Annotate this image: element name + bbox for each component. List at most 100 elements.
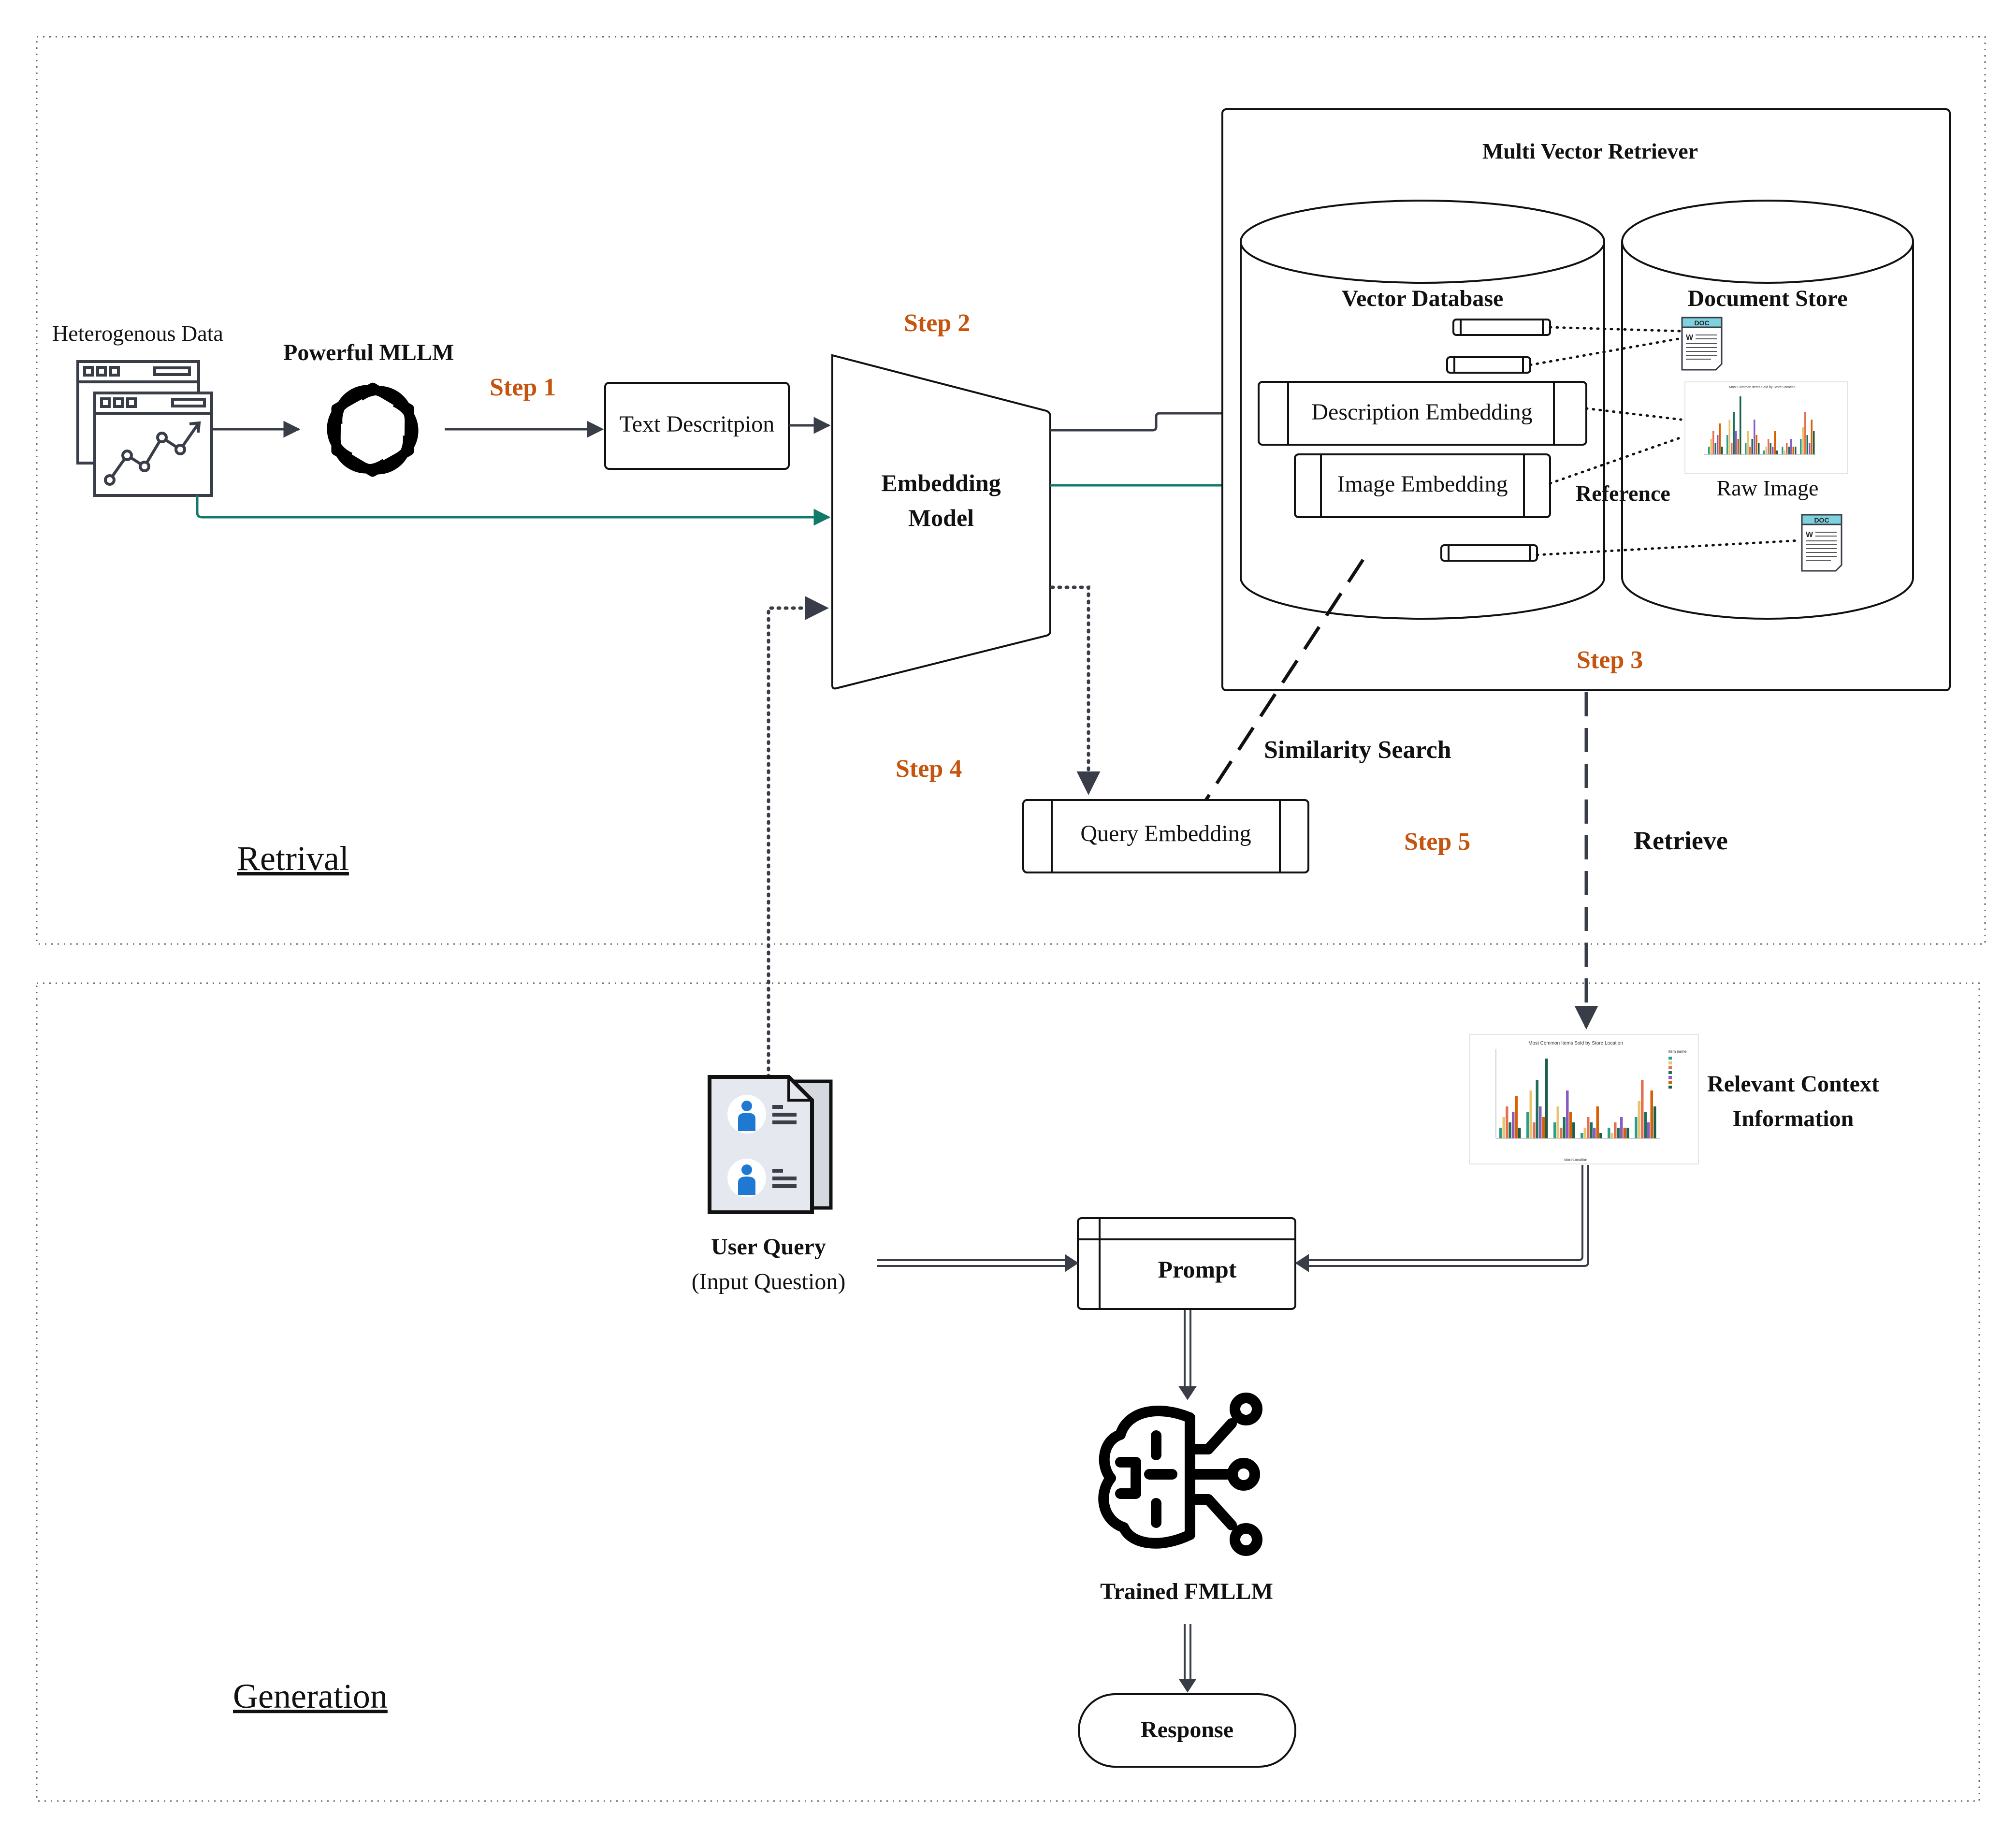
thumbnail-bar xyxy=(1735,431,1737,454)
arrow-context-to-prompt xyxy=(1295,1165,1589,1272)
trained-fmllm-label: Trained FMLLM xyxy=(1100,1579,1273,1604)
powerful-mllm-label: Powerful MLLM xyxy=(283,340,454,365)
step-2-label: Step 2 xyxy=(904,309,970,337)
thumbnail-bar xyxy=(1508,1122,1511,1138)
relevant-context-label-line2: Information xyxy=(1733,1106,1854,1132)
legend-swatch xyxy=(1668,1057,1672,1060)
thumbnail-bar xyxy=(1765,447,1767,454)
thumbnail-bar xyxy=(1650,1090,1653,1138)
thumbnail-bar xyxy=(1529,1090,1532,1138)
thumbnail-bar xyxy=(1502,1117,1505,1138)
arrow-fmllm-to-response xyxy=(1178,1624,1197,1693)
thumbnail-bar xyxy=(1758,443,1760,454)
thumbnail-bar xyxy=(1641,1080,1644,1138)
thumbnail-bar xyxy=(1526,1112,1529,1138)
raw-image-label: Raw Image xyxy=(1717,476,1819,500)
heterogenous-data-label: Heterogenous Data xyxy=(52,321,223,346)
thumbnail-bar xyxy=(1786,443,1788,454)
doc-icon-label: DOC xyxy=(1694,319,1709,327)
thumbnail-bar xyxy=(1518,1128,1521,1138)
reference-links xyxy=(1529,326,1802,556)
thumbnail-bar xyxy=(1811,420,1813,454)
thumbnail-bar xyxy=(1809,443,1811,454)
generation-section-frame xyxy=(36,982,1980,1802)
embedding-slot xyxy=(1446,356,1531,374)
thumbnail-bar xyxy=(1556,1106,1559,1138)
thumbnail-bar xyxy=(1644,1112,1647,1138)
document-store-label: Document Store xyxy=(1687,286,1847,311)
dashboard-chart-icon xyxy=(76,360,213,497)
thumb-chart-title: Most Common Items Sold by Store Location xyxy=(1729,386,1796,389)
thumbnail-bar xyxy=(1647,1122,1650,1138)
thumbnail-bar xyxy=(1590,1122,1593,1138)
thumbnail-bar xyxy=(1784,450,1785,454)
legend-swatch xyxy=(1668,1071,1672,1074)
step-1-label: Step 1 xyxy=(490,374,556,401)
similarity-search-line xyxy=(1204,559,1364,801)
thumbnail-bar xyxy=(1731,443,1733,454)
image-embedding-node: Image Embedding xyxy=(1294,453,1551,518)
thumbnail-bar xyxy=(1740,396,1741,454)
relevant-context-bars xyxy=(1499,1059,1656,1138)
thumbnail-bar xyxy=(1719,423,1721,454)
thumbnail-bar xyxy=(1572,1122,1575,1138)
query-embedding-node: Query Embedding xyxy=(1022,799,1309,873)
prompt-node: Prompt xyxy=(1077,1217,1296,1310)
thumbnail-bar xyxy=(1751,439,1753,454)
thumbnail-bar xyxy=(1708,447,1710,454)
thumbnail-bar xyxy=(1800,439,1802,454)
multi-vector-retriever: Multi Vector Retriever Vector Database D… xyxy=(1221,108,1951,691)
word-document-icon: DOC W xyxy=(1801,514,1842,572)
response-node: Response xyxy=(1078,1693,1296,1768)
thumbnail-bar xyxy=(1747,431,1749,454)
thumbnail-bar xyxy=(1772,447,1774,454)
thumbnail-bar xyxy=(1512,1112,1515,1138)
thumbnail-bar xyxy=(1499,1128,1502,1138)
thumbnail-bar xyxy=(1533,1122,1536,1138)
raw-image-thumbnail: Most Common Items Sold by Store Location xyxy=(1684,381,1848,474)
thumbnail-bar xyxy=(1617,1128,1620,1138)
thumbnail-bar xyxy=(1566,1090,1569,1138)
thumbnail-bar xyxy=(1726,435,1728,454)
reference-label: Reference xyxy=(1576,481,1670,506)
arrow-embedding-to-query xyxy=(1050,585,1101,795)
thumbnail-bar xyxy=(1515,1096,1518,1138)
thumbnail-bar xyxy=(1560,1128,1563,1138)
thumbnail-bar xyxy=(1587,1117,1590,1138)
raw-image-bars xyxy=(1708,396,1815,454)
relevant-context-chart: Most Common Items Sold by Store Location… xyxy=(1469,1034,1699,1164)
thumbnail-bar xyxy=(1563,1117,1566,1138)
thumbnail-bar xyxy=(1763,450,1765,454)
thumbnail-bar xyxy=(1769,443,1771,454)
thumbnail-bar xyxy=(1599,1133,1602,1138)
thumbnail-bar xyxy=(1596,1106,1599,1138)
thumbnail-bar xyxy=(1749,447,1751,454)
context-chart-x-label: storeLocation xyxy=(1564,1158,1587,1162)
thumbnail-bar xyxy=(1542,1117,1545,1138)
retrieval-section-label: Retrival xyxy=(237,839,349,878)
text-description-label: Text Descritpion xyxy=(620,411,775,437)
thumbnail-bar xyxy=(1583,1128,1586,1138)
query-embedding-label: Query Embedding xyxy=(1080,821,1251,846)
step-3-label: Step 3 xyxy=(1577,646,1643,674)
thumbnail-bar xyxy=(1768,439,1769,454)
embedding-model-node: Embedding Model xyxy=(831,354,1051,690)
thumbnail-bar xyxy=(1728,420,1730,454)
thumbnail-bar xyxy=(1721,447,1723,454)
thumbnail-bar xyxy=(1804,412,1806,454)
thumbnail-bar xyxy=(1790,439,1792,454)
legend-swatch xyxy=(1668,1066,1672,1069)
thumbnail-bar xyxy=(1581,1133,1583,1138)
ai-brain-circuit-icon xyxy=(1098,1393,1262,1556)
thumbnail-bar xyxy=(1536,1080,1538,1138)
thumbnail-bar xyxy=(1754,420,1755,454)
thumbnail-bar xyxy=(1717,435,1719,454)
text-description-node: Text Descritpion xyxy=(604,382,790,470)
thumbnail-bar xyxy=(1755,435,1757,454)
doc-icon-letter: W xyxy=(1806,531,1813,539)
thumbnail-bar xyxy=(1593,1128,1596,1138)
generation-section-label: Generation xyxy=(233,1677,388,1715)
step-4-label: Step 4 xyxy=(896,755,962,783)
thumbnail-bar xyxy=(1745,443,1747,454)
